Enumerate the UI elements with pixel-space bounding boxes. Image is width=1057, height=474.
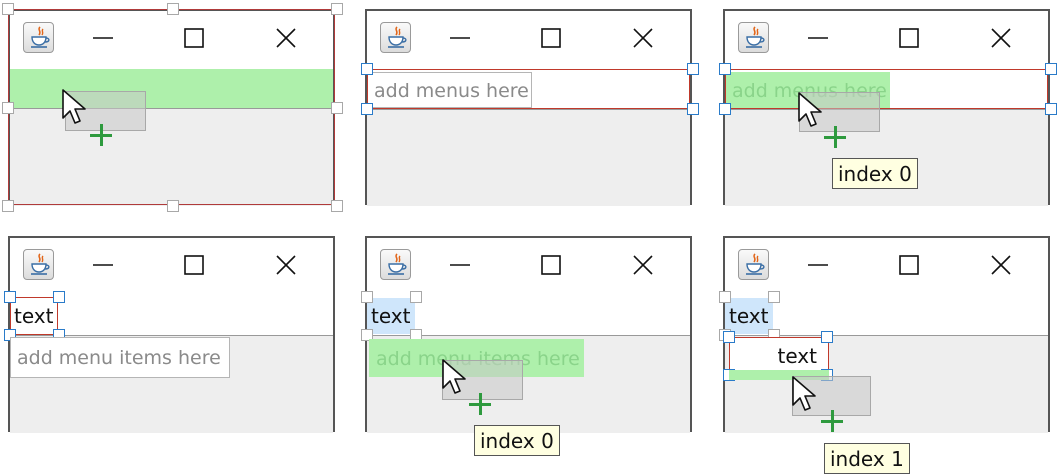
resize-handle[interactable] [687, 103, 699, 115]
minimize-icon[interactable] [807, 254, 829, 276]
resize-handle[interactable] [410, 291, 422, 303]
resize-handle[interactable] [719, 103, 731, 115]
content-pane[interactable] [725, 109, 1048, 206]
title-bar [367, 11, 690, 69]
resize-handle[interactable] [1045, 103, 1057, 115]
add-menu-items-placeholder[interactable]: add menu items here [369, 339, 584, 377]
resize-handle[interactable] [2, 200, 14, 212]
plus-icon [824, 126, 846, 148]
resize-handle[interactable] [167, 200, 179, 212]
java-coffee-icon [380, 249, 411, 280]
resize-handle[interactable] [53, 291, 65, 303]
mouse-pointer-icon [441, 358, 467, 396]
resize-handle[interactable] [331, 102, 343, 114]
menu-text[interactable]: text [14, 304, 54, 328]
resize-handle[interactable] [331, 3, 343, 15]
step-6-second-menu-item: text text index 1 [719, 236, 1050, 474]
menubar-selection-outline [367, 69, 690, 109]
menu-text[interactable]: text [367, 298, 415, 334]
resize-handle[interactable] [361, 103, 373, 115]
maximize-icon[interactable] [540, 254, 562, 276]
plus-icon [90, 124, 112, 146]
resize-handle[interactable] [719, 63, 731, 75]
content-pane[interactable] [367, 109, 690, 206]
close-icon[interactable] [632, 27, 654, 49]
resize-handle[interactable] [2, 3, 14, 15]
step-1-empty-frame [2, 3, 343, 212]
resize-handle[interactable] [331, 200, 343, 212]
content-pane[interactable] [10, 108, 333, 206]
resize-handle[interactable] [4, 291, 16, 303]
step-5-drop-menu-item: text add menu items here index 0 [361, 236, 692, 456]
resize-handle[interactable] [1045, 63, 1057, 75]
maximize-icon[interactable] [183, 254, 205, 276]
menu-item-text[interactable]: text [729, 338, 829, 374]
drag-ghost [65, 91, 146, 131]
java-coffee-icon [738, 249, 769, 280]
close-icon[interactable] [275, 254, 297, 276]
resize-handle[interactable] [2, 102, 14, 114]
minimize-icon[interactable] [449, 27, 471, 49]
drop-index-tooltip: index 0 [474, 425, 560, 456]
close-icon[interactable] [990, 27, 1012, 49]
menu-selection-outline [10, 297, 58, 335]
mouse-pointer-icon [791, 375, 817, 413]
add-menu-items-placeholder[interactable]: add menu items here [10, 337, 230, 378]
title-bar [725, 11, 1048, 69]
close-icon[interactable] [632, 254, 654, 276]
java-coffee-icon [380, 22, 411, 53]
step-4-menu-added: text add menu items here [4, 236, 335, 433]
resize-handle[interactable] [361, 63, 373, 75]
resize-handle[interactable] [687, 63, 699, 75]
resize-handle[interactable] [361, 291, 373, 303]
title-bar [367, 238, 690, 296]
minimize-icon[interactable] [449, 254, 471, 276]
resize-handle[interactable] [723, 331, 735, 343]
mouse-pointer-icon [797, 91, 823, 129]
drop-index-tooltip: index 0 [832, 158, 918, 189]
close-icon[interactable] [990, 254, 1012, 276]
resize-handle[interactable] [167, 3, 179, 15]
resize-handle[interactable] [768, 291, 780, 303]
minimize-icon[interactable] [92, 254, 114, 276]
title-bar [10, 11, 333, 69]
title-bar [10, 238, 333, 296]
minimize-icon[interactable] [807, 27, 829, 49]
resize-handle[interactable] [719, 291, 731, 303]
maximize-icon[interactable] [898, 27, 920, 49]
maximize-icon[interactable] [540, 27, 562, 49]
resize-handle[interactable] [361, 329, 373, 341]
step-3-drop-menu: add menus here index 0 [719, 9, 1057, 206]
menu-text[interactable]: text [725, 298, 773, 334]
java-coffee-icon [23, 22, 54, 53]
maximize-icon[interactable] [898, 254, 920, 276]
plus-icon [821, 410, 843, 432]
java-coffee-icon [23, 249, 54, 280]
menubar-selection-outline [725, 69, 1048, 109]
step-2-menubar-added: add menus here [361, 9, 699, 206]
title-bar [725, 238, 1048, 296]
frame-selection-outline [8, 9, 335, 205]
menu-item-drop-highlight [729, 370, 829, 380]
plus-icon [469, 393, 491, 415]
resize-handle[interactable] [821, 331, 833, 343]
drop-index-tooltip: index 1 [824, 443, 910, 474]
java-coffee-icon [738, 22, 769, 53]
